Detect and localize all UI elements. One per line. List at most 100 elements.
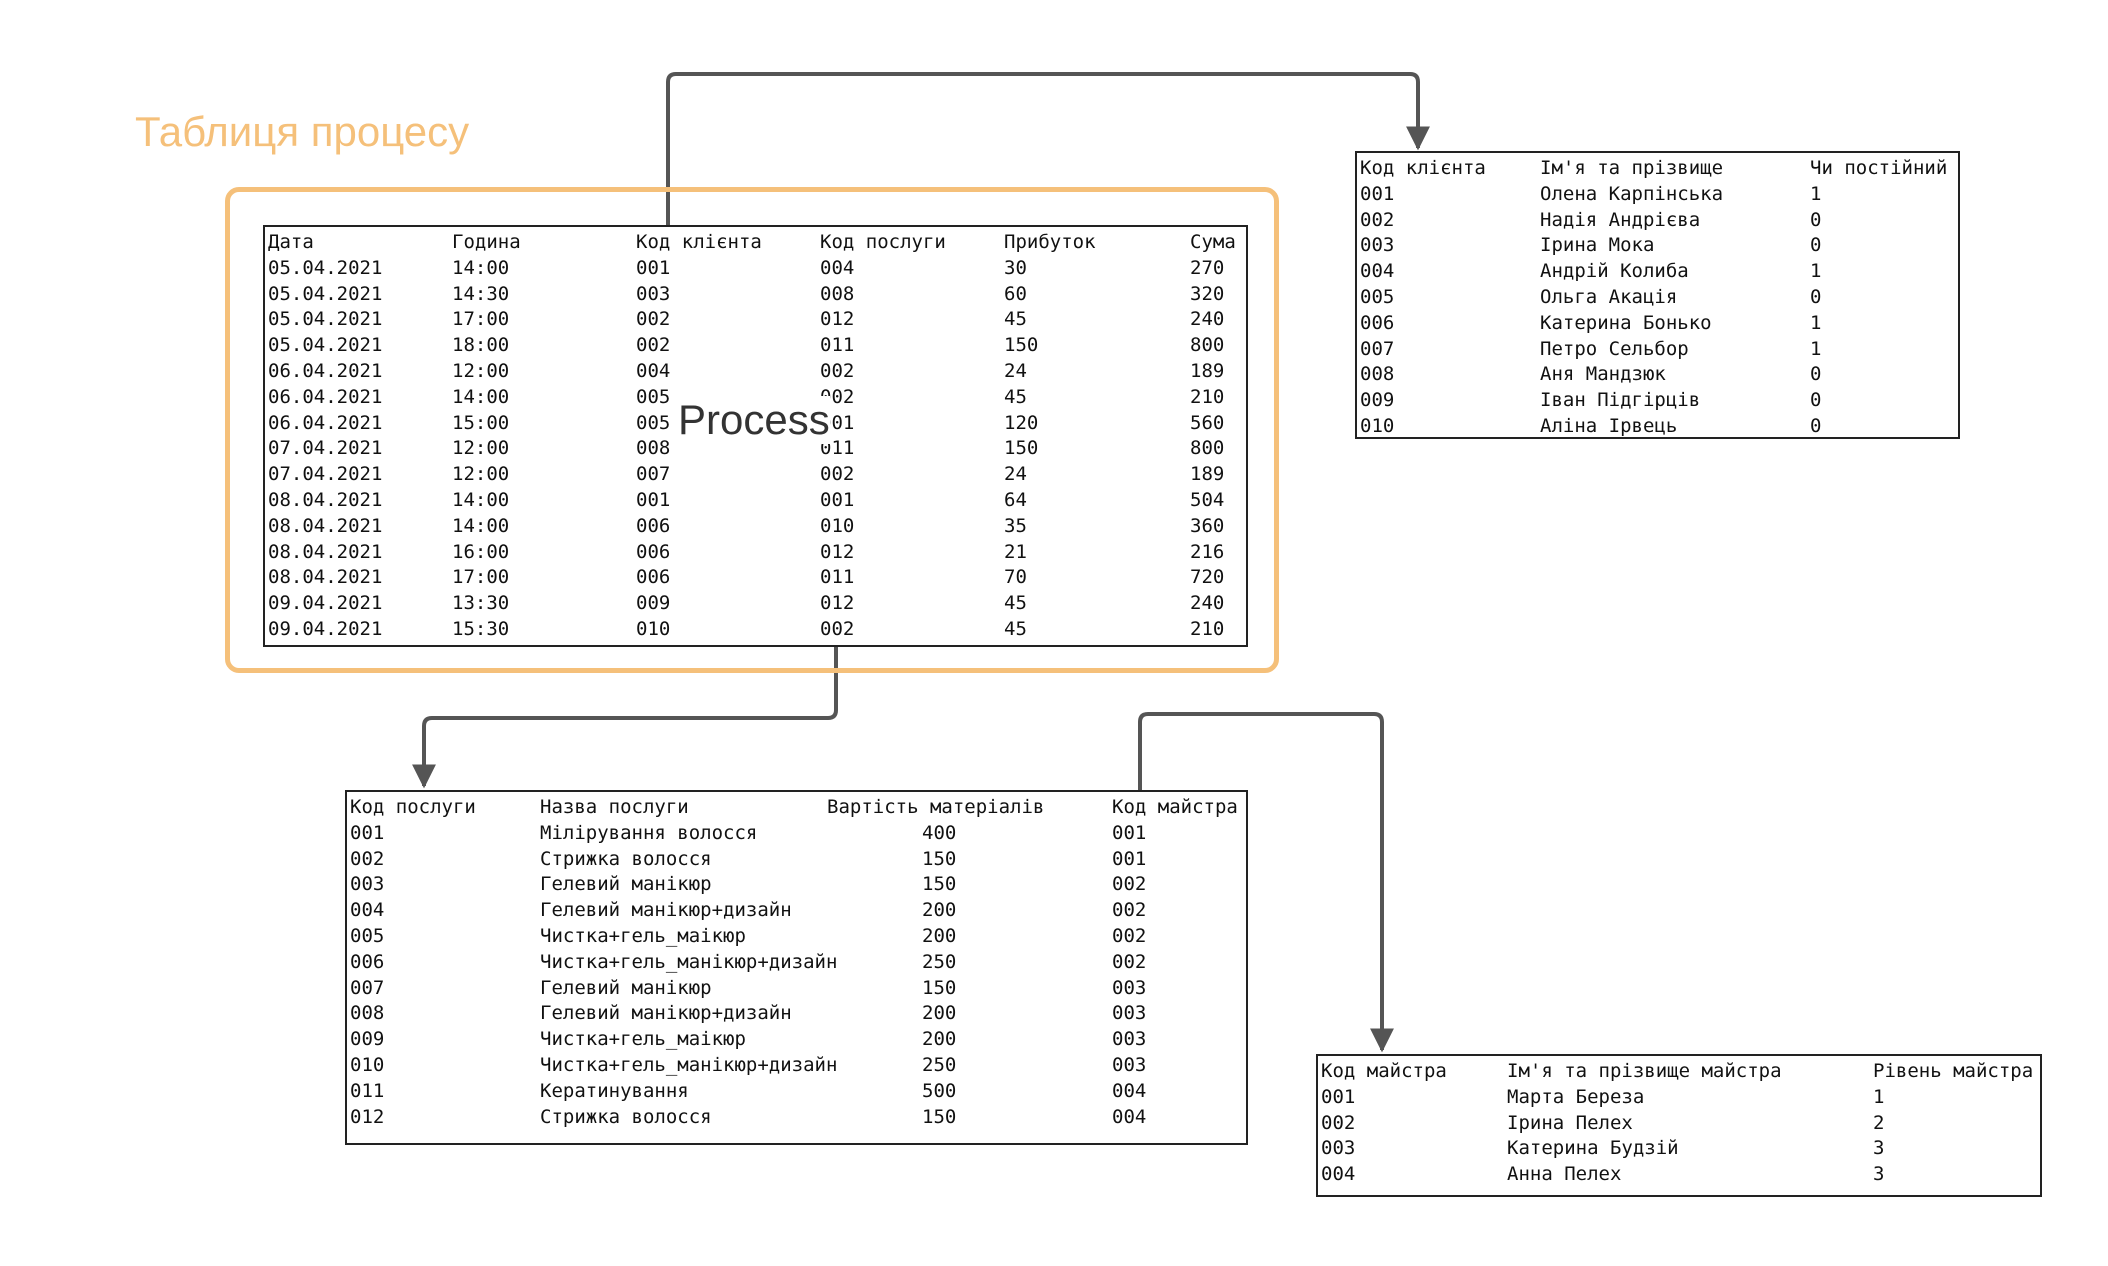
table-cell: 002 (350, 847, 385, 870)
header-cell: Код клієнта (1360, 157, 1486, 179)
table-cell: 002 (1360, 208, 1395, 231)
table-cell: 004 (1112, 1105, 1147, 1128)
table-cell: 07.04.2021 (268, 437, 383, 460)
table-cell: 240 (1190, 308, 1225, 331)
process-label: Process (678, 396, 830, 444)
table-cell: 008 (1360, 363, 1395, 386)
table-cell: 004 (820, 256, 855, 279)
table-cell: 08.04.2021 (268, 514, 383, 537)
table-cell: Петро Сельбор (1540, 337, 1689, 360)
table-cell: 005 (1360, 285, 1395, 308)
table-cell: Марта Береза (1507, 1085, 1645, 1108)
table-cell: 002 (820, 359, 855, 382)
table-cell: 1 (1873, 1085, 1885, 1108)
table-cell: 800 (1190, 334, 1225, 357)
table-cell: 08.04.2021 (268, 540, 383, 563)
table-cell: 010 (1360, 414, 1395, 437)
table-cell: 189 (1190, 359, 1225, 382)
table-cell: 35 (1004, 514, 1027, 537)
table-cell: 45 (1004, 592, 1027, 615)
table-cell: 24 (1004, 359, 1027, 382)
header-cell: Прибуток (1004, 231, 1096, 253)
table-cell: 05.04.2021 (268, 282, 383, 305)
table-cell: 200 (922, 1028, 957, 1051)
table-cell: 003 (1112, 1028, 1147, 1051)
table-cell: 250 (922, 1053, 957, 1076)
table-cell: 08.04.2021 (268, 488, 383, 511)
table-cell: 45 (1004, 617, 1027, 640)
table-cell: 05.04.2021 (268, 334, 383, 357)
table-cell: 003 (1360, 234, 1395, 257)
table-cell: 500 (922, 1079, 957, 1102)
table-cell: 06.04.2021 (268, 359, 383, 382)
table-cell: 70 (1004, 566, 1027, 589)
table-cell: 210 (1190, 385, 1225, 408)
connector-process-to-services (412, 647, 838, 789)
table-cell: 14:00 (452, 385, 510, 408)
table-cell: 002 (636, 308, 671, 331)
table-cell: 120 (1004, 411, 1039, 434)
table-cell: 14:00 (452, 514, 510, 537)
table-cell: 60 (1004, 282, 1027, 305)
table-cell: Олена Карпінська (1540, 182, 1724, 205)
table-cell: 21 (1004, 540, 1027, 563)
connector-process-to-clients (666, 72, 1430, 225)
table-cell: Гелевий манікюр+дизайн (540, 899, 792, 922)
table-cell: 150 (922, 976, 957, 999)
table-cell: 003 (1321, 1137, 1356, 1160)
table-cell: 008 (820, 282, 855, 305)
table-cell: 17:00 (452, 566, 510, 589)
table-cell: 010 (350, 1053, 385, 1076)
table-cell: 0 (1810, 208, 1822, 231)
table-cell: 005 (350, 924, 385, 947)
header-cell: Код майстра (1321, 1060, 1447, 1082)
table-cell: 003 (1112, 1053, 1147, 1076)
header-cell: Ім'я та прізвище майстра (1507, 1060, 1782, 1082)
table-cell: 003 (1112, 976, 1147, 999)
table-cell: 002 (636, 334, 671, 357)
table-cell: 002 (820, 617, 855, 640)
table-cell: 001 (820, 488, 855, 511)
table-cell: Анна Пелех (1507, 1163, 1622, 1186)
table-cell: 004 (1112, 1079, 1147, 1102)
table-cell: 001 (350, 821, 385, 844)
header-cell: Ім'я та прізвище (1540, 157, 1724, 179)
table-cell: 001 (1112, 847, 1147, 870)
table-cell: 002 (820, 463, 855, 486)
table-cell: 004 (1360, 260, 1395, 283)
table-cell: 64 (1004, 488, 1027, 511)
table-cell: 270 (1190, 256, 1225, 279)
table-cell: 12:00 (452, 359, 510, 382)
table-cell: Чистка+гель_маікюр (540, 924, 746, 947)
table-cell: 006 (1360, 311, 1395, 334)
table-cell: 400 (922, 821, 957, 844)
table-cell: 09.04.2021 (268, 592, 383, 615)
table-cell: 002 (1321, 1111, 1356, 1134)
connector-services-to-masters (1138, 712, 1394, 1053)
table-cell: Чистка+гель_маікюр (540, 1028, 746, 1051)
table-cell: 07.04.2021 (268, 463, 383, 486)
table-cell: 004 (350, 899, 385, 922)
table-cell: 003 (350, 873, 385, 896)
table-cell: Чистка+гель_манікюр+дизайн (540, 950, 838, 973)
